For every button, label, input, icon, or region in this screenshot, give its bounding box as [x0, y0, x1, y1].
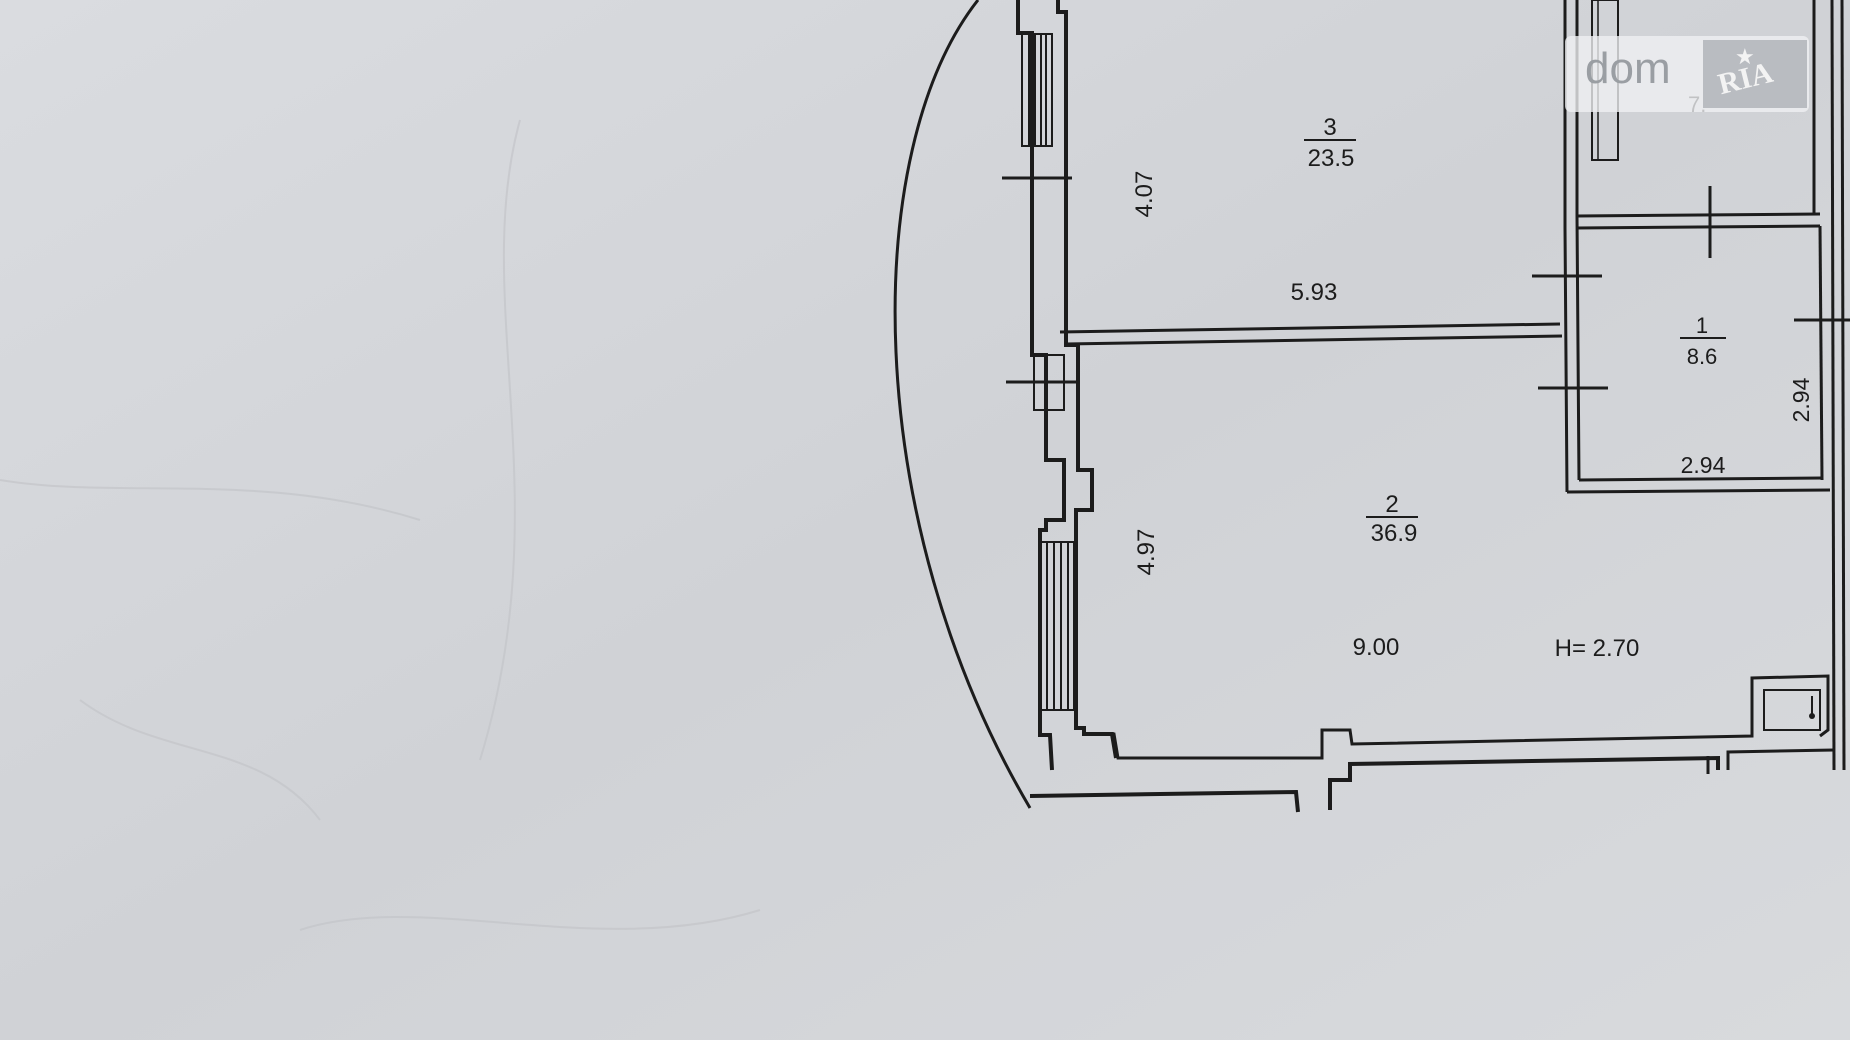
room-1-area: 8.6: [1687, 344, 1718, 369]
room1-right-wall-b: [1818, 225, 1824, 481]
left-window-bottom: [1039, 541, 1075, 711]
room-2-ceiling-height: H= 2.70: [1555, 635, 1640, 662]
room-1-number: 1: [1696, 313, 1708, 338]
room7-bottom-inner: [1576, 224, 1821, 230]
riser-niche: [1763, 689, 1821, 731]
far-right-wall-b: [1840, 0, 1846, 771]
bottom-wall-outer-b: [1328, 755, 1720, 810]
room-2: 2 36.9 9.00 H= 2.70 4.97: [1133, 491, 1639, 662]
left-window-top: [1021, 33, 1053, 147]
door-marks: [1002, 176, 1850, 390]
room1-bottom-inner: [1566, 488, 1831, 494]
room-1-width: 2.94: [1681, 452, 1726, 478]
room-3: 3 23.5 5.93 4.07: [1131, 114, 1356, 306]
room-2-width: 9.00: [1353, 634, 1400, 661]
star-icon: ★: [1735, 44, 1755, 69]
far-right-wall-a: [1830, 0, 1836, 771]
partition-3-2-top: [1059, 322, 1561, 334]
room-3-depth: 4.07: [1131, 171, 1158, 218]
room-3-width: 5.93: [1291, 279, 1338, 306]
room-3-number: 3: [1323, 114, 1336, 141]
balcony-curve: [893, 0, 1032, 809]
room-3-area: 23.5: [1308, 145, 1355, 172]
bottom-wall-outer-c: [1726, 748, 1835, 770]
bottom-wall-inner: [1084, 674, 1830, 760]
room1-bottom-outer: [1578, 476, 1823, 482]
bottom-wall-outer: [1029, 789, 1300, 813]
paper-creases: [0, 119, 761, 931]
room-2-number: 2: [1385, 491, 1398, 518]
room7-bottom-outer: [1576, 212, 1821, 218]
partition-3-2-bottom: [1065, 334, 1563, 346]
walls: [893, 0, 1850, 813]
room-2-area: 36.9: [1371, 520, 1418, 547]
room-1: 1 8.6 2.94 2.94: [1680, 313, 1814, 478]
watermark-logo-text: dom: [1585, 44, 1671, 93]
room-2-depth: 4.97: [1133, 529, 1160, 576]
watermark-badge: [1703, 40, 1807, 108]
room-1-depth: 2.94: [1788, 377, 1814, 422]
